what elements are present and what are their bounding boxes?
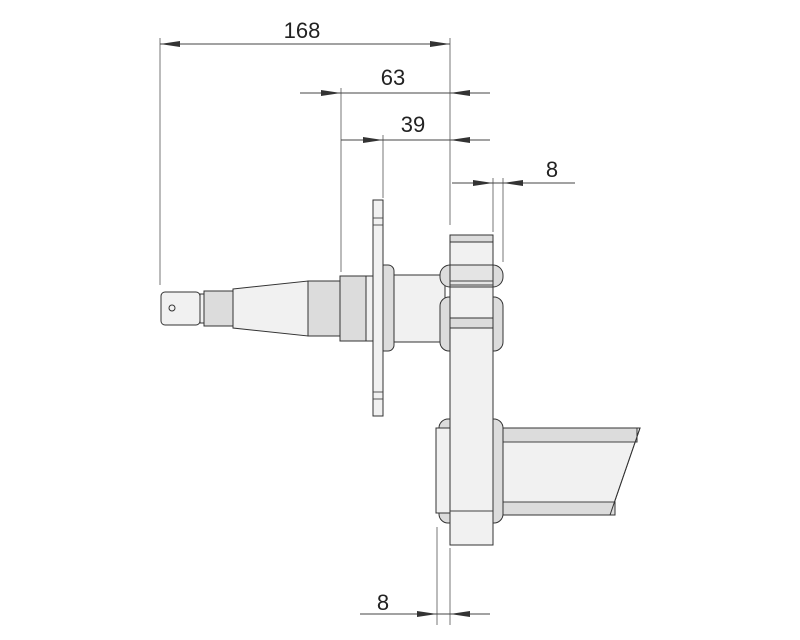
shaft-body [389, 274, 446, 343]
part-stub-axle [160, 199, 446, 417]
dimension-39: 39 [341, 112, 490, 143]
extension-lines [159, 38, 504, 625]
shaft-bearing-seat [203, 290, 234, 327]
dimension-168: 168 [160, 18, 450, 47]
dimension-label-63: 63 [381, 65, 405, 90]
shaft-groove [199, 293, 205, 324]
dimension-8-bottom: 8 [360, 590, 490, 617]
brake-flange-plate [372, 199, 384, 417]
shaft-shoulder [339, 275, 367, 342]
dimension-8-top: 8 [452, 157, 575, 186]
shaft-step [365, 275, 374, 342]
shaft-collar [307, 280, 341, 337]
dimension-label-8-top: 8 [546, 157, 558, 182]
lower-plate [435, 427, 451, 514]
shaft-taper [232, 280, 309, 337]
dimension-label-8-bottom: 8 [377, 590, 389, 615]
part-torsion-arm [435, 234, 641, 546]
cotter-pin-hole [168, 304, 176, 312]
dimension-label-39: 39 [401, 112, 425, 137]
dimension-63: 63 [300, 65, 490, 96]
shaft-tip [160, 291, 201, 326]
dimension-label-168: 168 [284, 18, 321, 43]
